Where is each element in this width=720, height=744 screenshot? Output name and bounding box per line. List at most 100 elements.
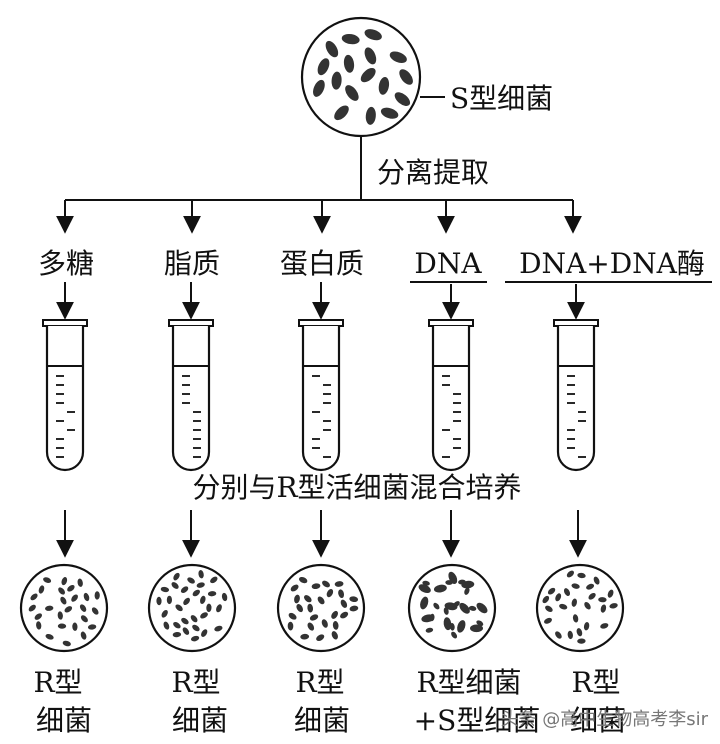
result-label-4b: +S型细菌: [414, 704, 541, 737]
r-bacterium: [64, 606, 73, 613]
r-bacterium: [28, 604, 36, 612]
r-bacterium: [299, 576, 308, 584]
r-bacterium: [593, 576, 600, 585]
s-bacterium: [341, 33, 360, 45]
result-label-1a: R型: [33, 666, 82, 699]
r-bacterium: [577, 638, 586, 644]
r-bacterium: [207, 591, 217, 597]
r-bacterium: [182, 627, 190, 635]
result-dish: [276, 563, 366, 653]
r-bacterium: [563, 588, 571, 597]
result-dish: [407, 563, 497, 653]
r-bacterium: [547, 587, 556, 595]
r-bacterium: [600, 623, 609, 629]
component-lipid: 脂质: [164, 247, 220, 280]
s-bacterium: [360, 67, 376, 83]
r-bacterium: [555, 631, 562, 639]
r-bacterium: [577, 572, 586, 579]
result-label-1b: 细菌: [36, 704, 92, 737]
r-bacterium: [425, 627, 434, 633]
r-bacterium: [349, 605, 359, 612]
r-bacterium: [94, 591, 100, 600]
r-bacterium: [458, 579, 466, 585]
s-bacterium: [394, 92, 411, 106]
r-bacterium: [190, 615, 198, 623]
s-bacterium: [334, 105, 349, 121]
s-bacterium: [389, 51, 407, 63]
r-bacterium: [192, 624, 200, 632]
r-bacterium: [559, 603, 568, 610]
r-bacterium: [476, 620, 484, 627]
r-bacterium: [34, 613, 43, 620]
r-bacterium: [77, 578, 83, 587]
r-bacterium: [334, 581, 344, 587]
r-bacterium: [317, 596, 325, 605]
r-bacterium: [322, 580, 330, 588]
result-label-3b: 细菌: [294, 704, 350, 737]
result-dish: [19, 563, 109, 653]
r-bacterium: [340, 611, 349, 619]
r-bacterium: [72, 622, 78, 631]
r-bacterium: [542, 595, 550, 604]
r-bacterium: [45, 605, 54, 611]
result-label-5b: 细菌: [570, 704, 626, 737]
r-bacterium: [468, 605, 477, 611]
r-bacterium: [45, 633, 54, 640]
r-bacterium: [200, 595, 206, 604]
r-bacterium: [307, 603, 314, 613]
test-tube: [298, 319, 344, 472]
r-bacterium: [210, 576, 218, 584]
r-bacterium: [545, 605, 553, 612]
r-bacterium: [316, 634, 325, 642]
r-bacterium: [338, 589, 345, 599]
r-bacterium: [290, 584, 299, 592]
r-bacterium: [190, 635, 200, 642]
r-bacterium: [214, 625, 223, 632]
r-bacterium: [57, 623, 67, 629]
r-bacterium: [38, 585, 45, 594]
s-bacterium: [443, 617, 452, 631]
component-dna-dnase: DNA+DNA酶: [519, 247, 705, 280]
component-polysaccharide: 多糖: [38, 247, 94, 280]
r-bacterium: [458, 623, 464, 632]
r-bacterium: [555, 593, 562, 602]
r-bacterium: [571, 583, 580, 589]
s-bacterium: [378, 76, 390, 95]
r-bacterium: [572, 614, 579, 623]
extract-label: 分离提取: [377, 156, 489, 189]
r-bacterium: [588, 592, 596, 600]
r-bacterium: [87, 624, 97, 630]
s-bacterium: [399, 69, 413, 85]
test-tube: [553, 319, 599, 472]
r-bacterium: [331, 631, 338, 640]
r-bacterium: [83, 592, 90, 602]
r-bacterium: [464, 587, 470, 595]
r-bacterium: [67, 585, 75, 592]
r-bacterium: [43, 577, 52, 583]
s-bacterium: [380, 107, 399, 119]
r-bacterium: [173, 621, 181, 629]
component-protein: 蛋白质: [280, 247, 364, 280]
r-bacterium: [221, 592, 228, 602]
s-bacterium: [317, 58, 330, 76]
r-bacterium: [340, 599, 348, 608]
r-bacterium: [451, 631, 458, 639]
r-bacterium: [311, 583, 321, 590]
result-dish: [535, 563, 625, 653]
r-bacterium: [156, 596, 162, 606]
r-bacterium: [609, 603, 618, 609]
r-bacterium: [171, 582, 179, 589]
s-bacterium: [313, 79, 325, 97]
r-bacterium: [449, 623, 455, 631]
branch-arrows: [56, 200, 582, 234]
r-bacterium: [183, 597, 190, 605]
r-bacterium: [287, 621, 294, 631]
s-bacterium: [343, 54, 355, 73]
r-bacterium: [326, 588, 334, 598]
r-bacterium: [567, 630, 573, 640]
r-bacterium: [91, 607, 99, 615]
s-bacterium: [331, 71, 342, 90]
r-bacterium: [422, 580, 430, 586]
r-bacterium: [181, 617, 189, 625]
